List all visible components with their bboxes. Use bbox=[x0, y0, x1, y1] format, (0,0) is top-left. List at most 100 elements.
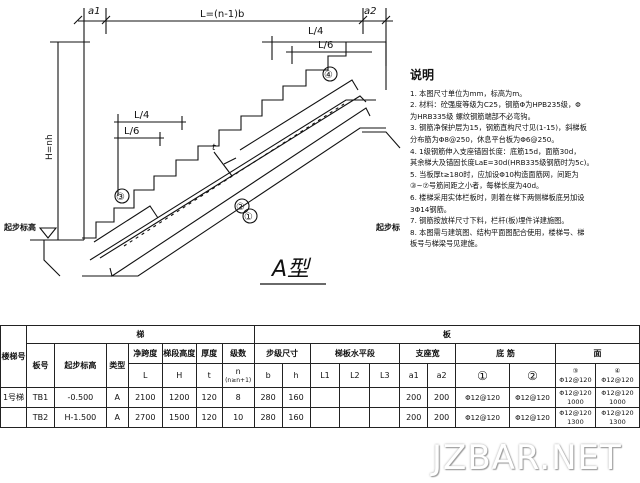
note-item: 7. 钢筋按放样尺寸下料，栏杆(板)埋件详建施图。 bbox=[410, 216, 569, 226]
note-item: ③~⑦号筋间距之小者，每梯长度为40d。 bbox=[410, 181, 544, 191]
bar-1-circle bbox=[242, 208, 258, 224]
stair-slab-inner bbox=[89, 99, 376, 261]
note-item: 其余梯大及锚固长度LaE=30d(HRB335级钢筋时为5c)。 bbox=[410, 158, 594, 168]
table-row: 1号梯 TB1 -0.500 A 2100 1200 120 8 280 160… bbox=[0, 387, 640, 408]
cell-L: 2700 bbox=[127, 407, 163, 428]
dimension-line bbox=[73, 15, 391, 25]
rebar-distribution bbox=[123, 103, 345, 247]
col-start-elev: 起步标高 bbox=[53, 343, 107, 388]
cell-a2: 200 bbox=[427, 387, 457, 408]
cell-bar1: Φ12@120 bbox=[455, 407, 511, 428]
cell-a2: 200 bbox=[427, 407, 457, 428]
cell-L3 bbox=[369, 387, 401, 408]
cell-bar2: Φ12@120 bbox=[509, 387, 556, 408]
sym-a1: a1 bbox=[399, 363, 429, 388]
bar-3-label: ③ bbox=[116, 192, 125, 203]
cell-stair bbox=[0, 407, 27, 428]
sym-L: L bbox=[127, 363, 163, 388]
dimension-line bbox=[50, 41, 90, 240]
col-clear-span: 净跨度 bbox=[127, 343, 163, 364]
stair-schedule-table: 楼梯号 梯 板 板号 起步标高 类型 净跨度 梯段高度 厚度 级数 步级尺寸 梯… bbox=[0, 325, 640, 428]
cell-b: 280 bbox=[253, 387, 283, 408]
cell-H: 1200 bbox=[161, 387, 197, 408]
rebar-1 bbox=[109, 107, 371, 277]
col-step-size: 步级尺寸 bbox=[253, 343, 311, 364]
left-landing bbox=[30, 239, 84, 277]
cell-stair: 1号梯 bbox=[0, 387, 27, 408]
cell-type: A bbox=[105, 387, 129, 408]
cell-n: 8 bbox=[221, 387, 255, 408]
watermark: JZBAR.NET bbox=[432, 438, 622, 478]
sym-L1: L1 bbox=[309, 363, 341, 388]
cell-L2 bbox=[339, 387, 371, 408]
col-steps: 级数 bbox=[221, 343, 255, 364]
rebar-top bbox=[93, 205, 159, 243]
note-item: 8. 本图需与建筑图、结构平面图配合使用，楼梯号、梯 bbox=[410, 227, 585, 237]
col-horizontal: 梯板水平段 bbox=[309, 343, 401, 364]
cell-type: A bbox=[105, 407, 129, 428]
note-item: 3Φ14钢筋。 bbox=[410, 204, 451, 214]
cell-slab: TB1 bbox=[25, 387, 55, 408]
note-item: 为HRB335级 螺纹钢筋端部不必弯钩。 bbox=[410, 111, 535, 121]
notes-panel: 说明 1. 本图尺寸单位为mm，标高为m。 2. 材料：砼强度等级为C25，钢筋… bbox=[410, 69, 638, 250]
cell-bar1: Φ12@120 bbox=[455, 387, 511, 408]
rebar-2 bbox=[99, 95, 367, 259]
a1-label: a1 bbox=[88, 6, 101, 17]
group-ti: 梯 bbox=[25, 325, 255, 344]
col-thickness: 厚度 bbox=[195, 343, 223, 364]
sym-n: n(n≥n+1) bbox=[221, 363, 255, 388]
sixth-top-label: L/6 bbox=[318, 40, 333, 51]
note-item: 1. 本图尺寸单位为mm，标高为m。 bbox=[410, 88, 527, 98]
col-top-bars: 面 bbox=[554, 343, 640, 364]
cell-slab: TB2 bbox=[25, 407, 55, 428]
cell-t: 120 bbox=[195, 407, 223, 428]
col-flight-height: 梯段高度 bbox=[161, 343, 197, 364]
sym-L3: L3 bbox=[369, 363, 401, 388]
dimension-line bbox=[114, 114, 186, 196]
start-elev-left: 起步标高 bbox=[3, 222, 36, 232]
note-item: 板号与梯梁号见建施。 bbox=[410, 239, 482, 249]
cell-a1: 200 bbox=[399, 387, 429, 408]
drawing-title: A型 bbox=[270, 257, 312, 282]
cell-L3 bbox=[369, 407, 401, 428]
bar-3-circle bbox=[114, 188, 130, 204]
sym-bar2: ② bbox=[509, 363, 556, 388]
quarter-mid-label: L/4 bbox=[134, 110, 149, 121]
right-landing bbox=[362, 131, 401, 149]
note-item: 4. 1级钢筋伸入支座锚固长度：底筋15d，面筋30d， bbox=[410, 146, 581, 156]
cell-L1 bbox=[309, 387, 341, 408]
col-type: 类型 bbox=[105, 343, 129, 388]
thickness-label: t bbox=[212, 143, 216, 153]
sym-t: t bbox=[195, 363, 223, 388]
dimension-line bbox=[262, 36, 372, 64]
bar-2-circle bbox=[234, 198, 250, 214]
cell-t: 120 bbox=[195, 387, 223, 408]
sym-a2: a2 bbox=[427, 363, 457, 388]
elevation-mark bbox=[38, 227, 58, 239]
cell-H: 1500 bbox=[161, 407, 197, 428]
start-elev-right: 起步标 bbox=[375, 222, 400, 232]
bar-1-label: ① bbox=[244, 212, 253, 223]
cell-h: 160 bbox=[281, 387, 311, 408]
note-item: 6. 楼梯采用实体栏板时，则着在梯下两侧梯板底另加设 bbox=[410, 192, 585, 202]
col-stair-no: 楼梯号 bbox=[0, 325, 27, 388]
cell-elev: -0.500 bbox=[53, 387, 107, 408]
note-item: 5. 当板厚t≥180时，应加设Φ10构造面筋网，间距为 bbox=[410, 169, 579, 179]
note-item: 2. 材料：砼强度等级为C25，钢筋Φ为HPB235级，Φ bbox=[410, 100, 581, 110]
cell-L1 bbox=[309, 407, 341, 428]
sym-b: b bbox=[253, 363, 283, 388]
group-ban: 板 bbox=[253, 325, 640, 344]
stair-step-profile bbox=[82, 41, 387, 239]
cell-a1: 200 bbox=[399, 407, 429, 428]
thickness-mark bbox=[213, 151, 237, 177]
cell-h: 160 bbox=[281, 407, 311, 428]
height-label: H=nh bbox=[45, 134, 55, 160]
a2-label: a2 bbox=[364, 6, 377, 17]
note-item: 分布筋为Φ8@250，休息平台板为Φ6@250。 bbox=[410, 134, 559, 144]
